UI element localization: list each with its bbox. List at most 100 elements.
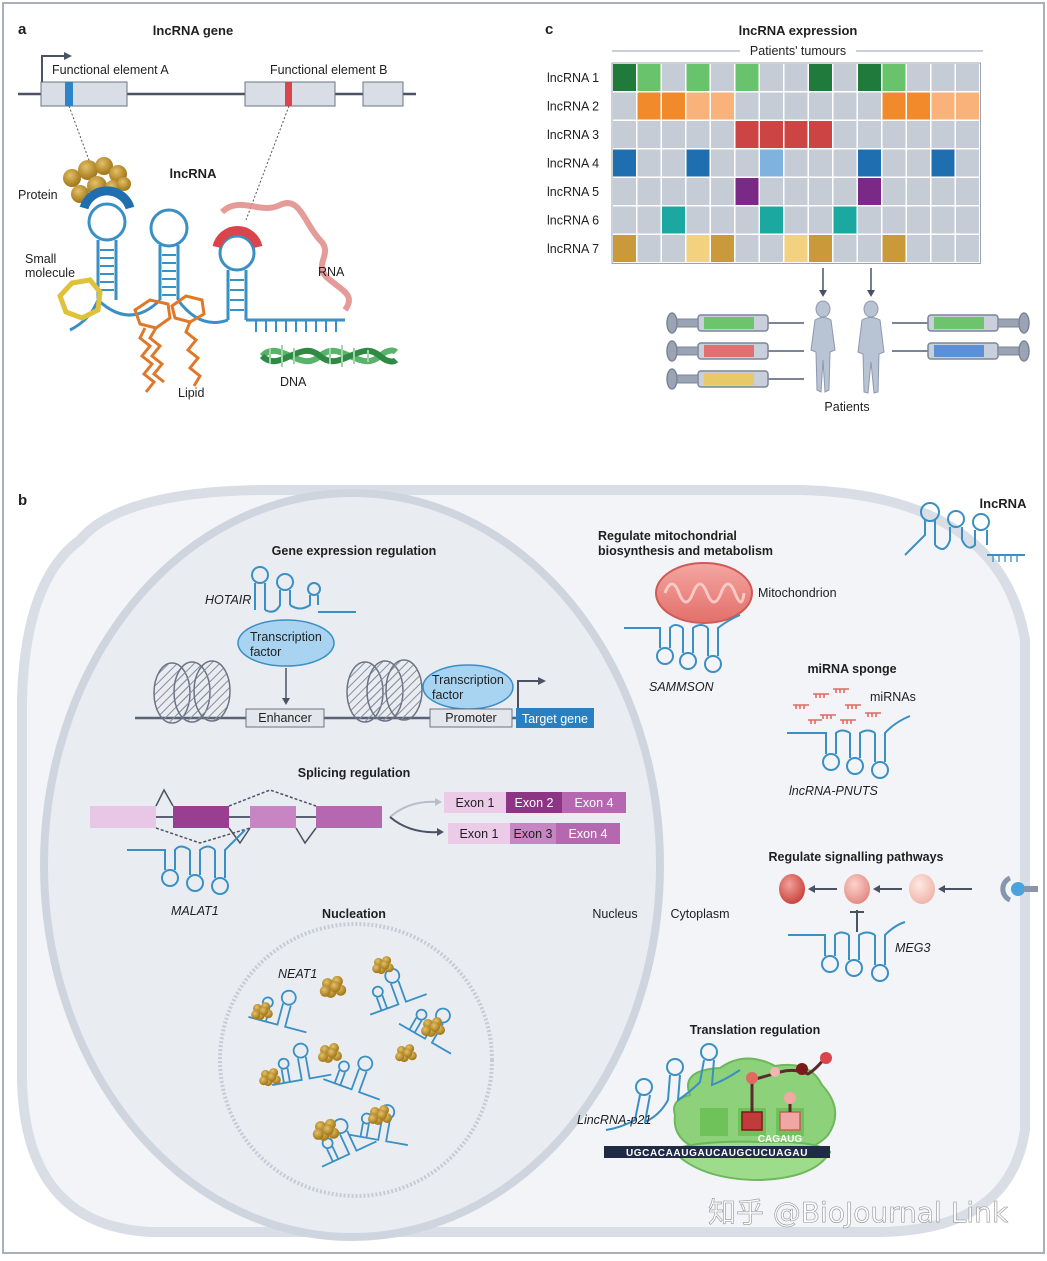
heatmap-cell (882, 121, 906, 148)
hotair-rna (251, 566, 356, 613)
heatmap-cell (711, 206, 734, 234)
malat1-rna (127, 829, 246, 895)
heatmap-cell (907, 92, 930, 120)
nucleus-label: Nucleus (592, 907, 637, 921)
heatmap-cell (686, 206, 710, 234)
element-a-mark (65, 82, 73, 106)
heatmap-cell (784, 206, 808, 234)
heatmap-cell (735, 64, 759, 91)
heatmap-cell (858, 178, 881, 205)
lipid-label: Lipid (178, 386, 204, 400)
target-gene-box (516, 708, 594, 728)
heatmap-cell (711, 92, 734, 120)
dna-helix (259, 345, 399, 367)
lipid-icon (133, 294, 206, 393)
heatmap-cell (809, 149, 832, 177)
protein-cluster-icon (251, 1002, 273, 1021)
protein-label: Protein (18, 188, 58, 202)
heatmap-cell (956, 64, 979, 91)
row-label: lncRNA 7 (547, 242, 599, 256)
heatmap-border (611, 62, 981, 264)
sponge-title: miRNA sponge (807, 662, 896, 676)
heatmap-cell (760, 235, 783, 262)
heatmap-cell (613, 178, 636, 205)
protein-cluster-icon (319, 975, 347, 998)
syringe-icon (666, 340, 804, 362)
iso2-exon4 (556, 823, 620, 844)
tf1-line1: Transcription (250, 630, 322, 644)
lincrna-p21-label: LincRNA-p21 (577, 1113, 651, 1127)
iso1-exon1 (444, 792, 506, 813)
heatmap-cell (882, 206, 906, 234)
heatmap-cell (784, 92, 808, 120)
exon-box-3 (362, 81, 404, 107)
signalling-title: Regulate signalling pathways (768, 850, 943, 864)
heatmap-cell (637, 235, 661, 262)
iso1-exon4 (562, 792, 626, 813)
heatmap-cell (809, 121, 832, 148)
heatmap-cell (637, 92, 661, 120)
pre-exon-1 (90, 806, 156, 828)
heatmap-cell (735, 121, 759, 148)
receptor-icon (1000, 875, 1038, 903)
heatmap-cell (735, 235, 759, 262)
sammson-rna (624, 614, 741, 673)
heatmap-cell (760, 121, 783, 148)
nucleosomes-right (346, 659, 423, 723)
heatmap-cell (833, 178, 857, 205)
meg3-rna (788, 921, 906, 982)
row-label: lncRNA 3 (547, 128, 599, 142)
protein-cluster-icon (372, 956, 394, 975)
element-b-mark (285, 82, 292, 106)
heatmap-cell (833, 121, 857, 148)
heatmap-cell (784, 64, 808, 91)
heatmap-cell (760, 92, 783, 120)
heatmap-cell (809, 235, 832, 262)
heatmap-cell (931, 92, 955, 120)
mirna-icons (793, 688, 881, 724)
iso2-exon4-label: Exon 4 (569, 827, 608, 841)
mito-title-2: biosynthesis and metabolism (598, 544, 773, 558)
small-molecule-label-2: molecule (25, 266, 75, 280)
heatmap-cell (784, 149, 808, 177)
cytoplasm-label: Cytoplasm (670, 907, 729, 921)
tf1-line2: factor (250, 645, 281, 659)
heatmap-cell (613, 149, 636, 177)
small-molecule-label-1: Small (25, 252, 56, 266)
syringe-icon (666, 312, 804, 334)
translation-title: Translation regulation (690, 1023, 821, 1037)
iso1-exon2 (506, 792, 562, 813)
heatmap-cell (686, 92, 710, 120)
tss-arrow (41, 55, 66, 82)
protein-cluster-icon (312, 1118, 340, 1141)
meg3-label: MEG3 (895, 941, 930, 955)
neat1-rna (323, 1055, 381, 1101)
iso2-exon1 (448, 823, 510, 844)
pre-exon-3 (250, 806, 296, 828)
panel-b: b lncRNA Gene expression regulation HOTA… (17, 485, 1038, 1241)
neat1-clusters (248, 956, 452, 1168)
heatmap-cell (760, 149, 783, 177)
heatmap-cell (809, 178, 832, 205)
trna-a-site (779, 1111, 801, 1131)
anticodon-seq: CAGAUG (758, 1134, 803, 1145)
sammson-label: SAMMSON (649, 680, 715, 694)
heatmap-cell (686, 64, 710, 91)
mirnas-label: miRNAs (870, 690, 916, 704)
protein-cluster-icon (395, 1044, 417, 1063)
heatmap-cell (662, 178, 685, 205)
heatmap-cell (882, 178, 906, 205)
heatmap-cell (613, 235, 636, 262)
trna-p-site (741, 1111, 763, 1131)
heatmap-cell (662, 92, 685, 120)
target-gene-label: Target gene (522, 712, 588, 726)
small-molecule-icon (57, 277, 103, 321)
row-label: lncRNA 6 (547, 214, 599, 228)
gene-expression-title: Gene expression regulation (272, 544, 437, 558)
heatmap-cell (809, 92, 832, 120)
iso2-exon3 (510, 823, 556, 844)
heatmap-cell (662, 121, 685, 148)
lncrna-corner-label: lncRNA (980, 496, 1028, 511)
tf2-line2: factor (432, 688, 463, 702)
